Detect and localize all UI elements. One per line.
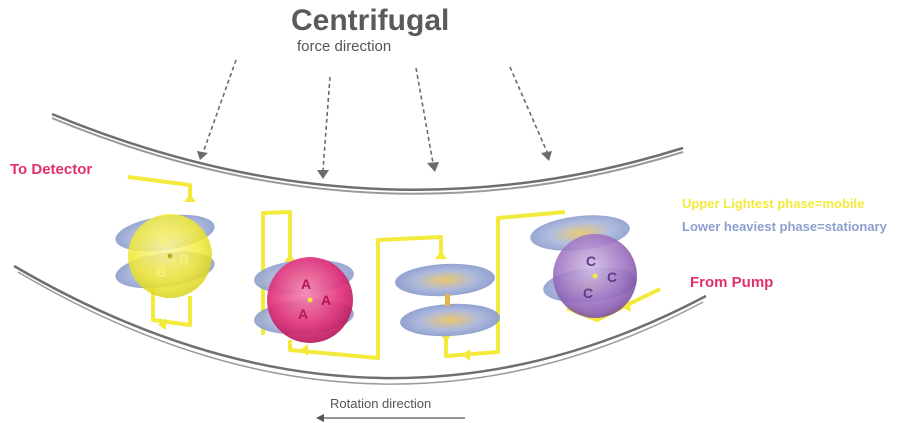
solute-letter: B [179,251,189,267]
force-arrow-icon [541,151,552,161]
force-arrow-icon [427,162,439,172]
solute-letter: C [607,269,617,285]
solute-letter: C [583,285,593,301]
rotation-direction-label: Rotation direction [330,396,432,411]
mobile-phase-label: Upper Lightest phase=mobile [682,196,865,211]
flow-arrow-icon [158,318,166,330]
to-detector-label: To Detector [10,161,93,178]
cell-c: C C C [530,215,637,318]
cell-b: B B B [115,214,215,298]
flow-arrow-icon [462,349,470,361]
solute-letter: A [298,306,308,322]
solute-center [307,297,313,303]
upper-inner-wall [51,112,684,192]
force-arrow-icon [509,66,548,153]
phase-connector [445,294,450,306]
solute-letter: C [586,253,596,269]
force-arrow-icon [317,170,329,179]
solute-letter: B [159,233,169,249]
solute-center [167,253,173,259]
rotation-arrow-icon [316,414,324,422]
flow-path [127,175,661,360]
flow-arrow-icon [622,300,631,312]
flow-arrow-icon [300,344,308,356]
stationary-phase-label: Lower heaviest phase=stationary [682,219,887,234]
solute-letter: A [301,276,311,292]
cell-empty [395,263,500,337]
force-arrows [203,59,548,171]
force-arrow-icon [203,59,237,151]
force-arrow-icon [415,67,434,164]
lower-wall-inner [17,271,704,385]
diagram-subtitle: force direction [297,38,392,55]
cell-a: A A A [254,257,354,343]
diagram-title: Centrifugal [291,4,450,37]
solute-letter: A [321,292,331,308]
lower-wall [13,264,707,380]
solute-center [592,273,598,279]
flow-arrow-icon [435,251,447,259]
flow-arrow-icon [284,254,296,262]
force-arrowheads [197,151,552,179]
force-arrow-icon [197,151,208,160]
stationary-phase-disc [395,263,495,297]
upper-outer-wall [51,117,684,195]
from-pump-label: From Pump [690,274,774,291]
flow-arrow-icon [184,194,196,202]
solute-letter: B [156,264,166,280]
stationary-phase-disc [400,303,500,337]
force-arrow-icon [322,76,331,171]
